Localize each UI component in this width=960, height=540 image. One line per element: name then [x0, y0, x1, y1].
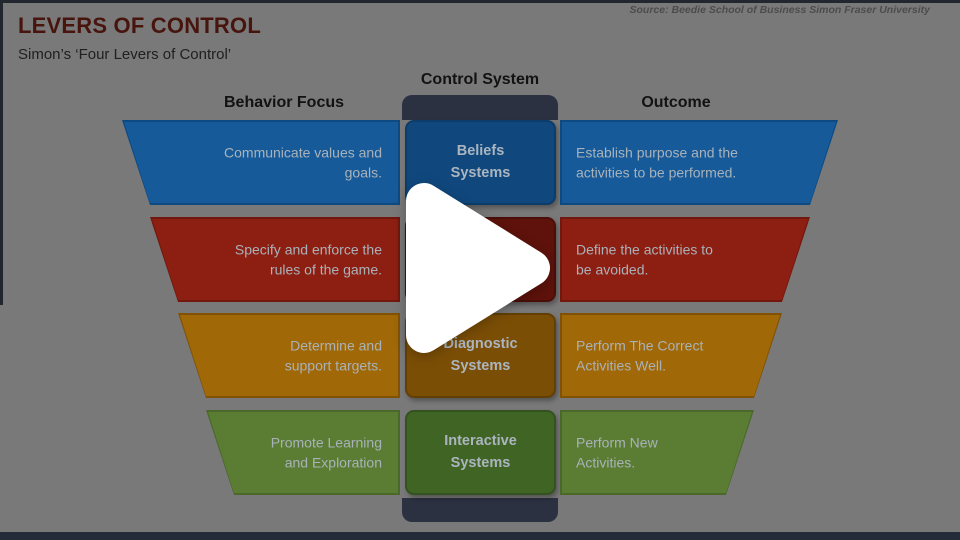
system-label: Interactive Systems: [444, 432, 517, 471]
outcome-text: Perform The Correct Activities Well.: [576, 337, 704, 374]
column-header-outcome: Outcome: [641, 94, 711, 111]
play-icon: [406, 183, 550, 353]
behavior-text: Promote Learning and Exploration: [270, 434, 382, 471]
behavior-trapezoid-boundary: Specify and enforce the rules of the gam…: [150, 217, 400, 302]
behavior-trapezoid-interactive: Promote Learning and Exploration: [206, 410, 400, 495]
player-top-edge: [0, 0, 960, 3]
system-label: Diagnostic Systems: [443, 335, 518, 374]
player-bottom-bar: [0, 532, 960, 540]
column-header-behavior-focus: Behavior Focus: [223, 94, 345, 111]
behavior-trapezoid-beliefs: Communicate values and goals.: [122, 120, 400, 205]
play-button[interactable]: [402, 181, 556, 355]
behavior-trapezoid-diagnostic: Determine and support targets.: [178, 313, 400, 398]
control-system-connector-bottom: [402, 498, 558, 522]
behavior-text: Specify and enforce the rules of the gam…: [234, 241, 382, 278]
behavior-text: Communicate values and goals.: [224, 144, 382, 181]
source-attribution: Source: Beedie School of Business Simon …: [629, 4, 930, 16]
outcome-trapezoid-beliefs: Establish purpose and the activities to …: [560, 120, 838, 205]
behavior-text: Determine and support targets.: [284, 337, 382, 374]
slide-title: LEVERS OF CONTROL: [18, 13, 261, 38]
outcome-trapezoid-interactive: Perform New Activities.: [560, 410, 754, 495]
column-header-control-system: Control System: [420, 71, 540, 88]
outcome-text: Establish purpose and the activities to …: [576, 144, 738, 181]
outcome-text: Define the activities to be avoided.: [576, 241, 713, 278]
system-box-interactive: Interactive Systems: [405, 410, 556, 495]
player-left-edge: [0, 0, 3, 305]
control-system-connector-top: [402, 95, 558, 120]
outcome-trapezoid-diagnostic: Perform The Correct Activities Well.: [560, 313, 782, 398]
slide-subtitle: Simon’s ‘Four Levers of Control’: [18, 46, 232, 63]
outcome-text: Perform New Activities.: [576, 434, 658, 471]
system-label: Beliefs Systems: [450, 142, 511, 181]
outcome-trapezoid-boundary: Define the activities to be avoided.: [560, 217, 810, 302]
